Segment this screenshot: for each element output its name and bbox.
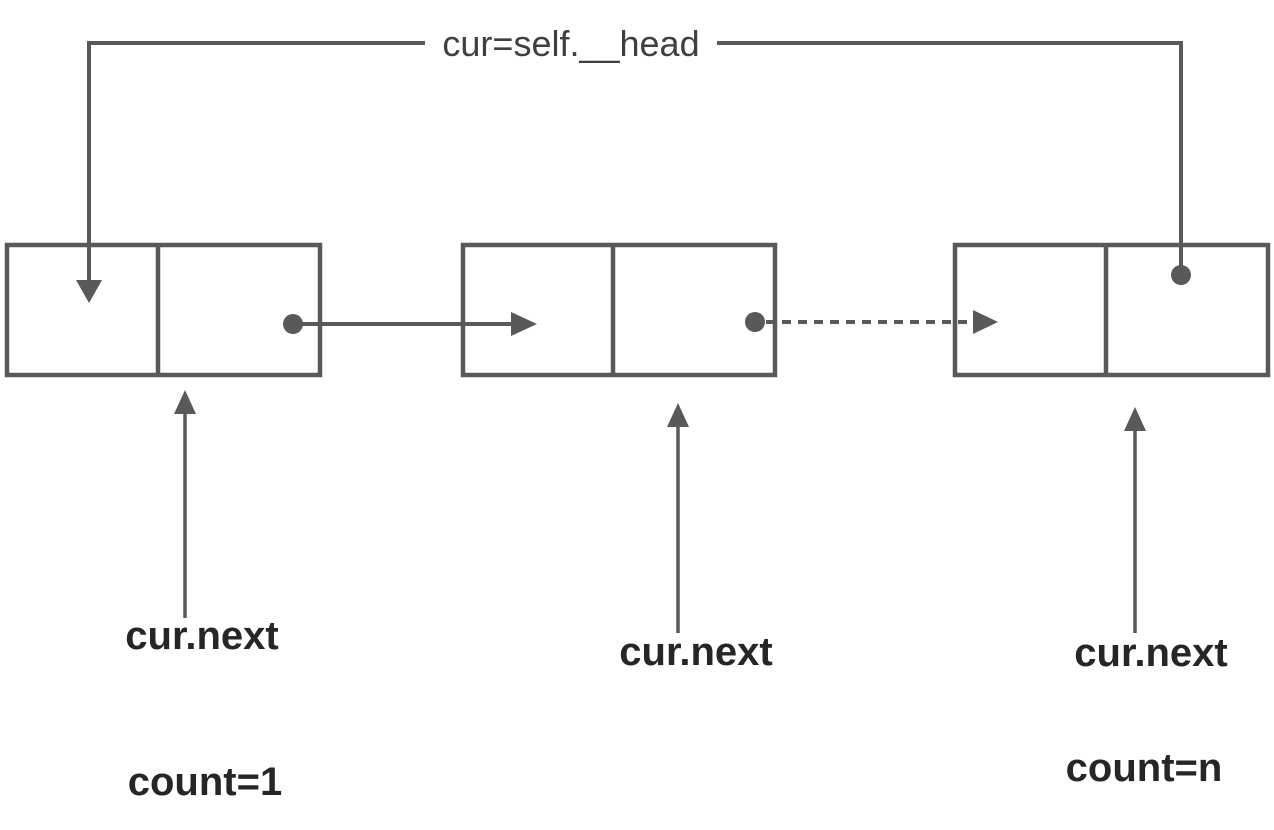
cur-next-arrow-3-head: [1124, 407, 1146, 431]
node-3-next-dot: [1171, 265, 1191, 285]
cur-next-label-2: cur.next: [619, 630, 772, 674]
node-1-box: [4, 242, 323, 378]
node-3-box: [952, 242, 1271, 378]
connector-arrowhead-down: [76, 280, 102, 303]
count-first-label: count=1: [128, 760, 282, 804]
head-assignment-label: cur=self.__head: [442, 23, 699, 64]
cur-next-label-1: cur.next: [125, 614, 278, 658]
connector-line-right: [717, 41, 1183, 273]
head-assignment-connector: cur=self.__head: [76, 23, 1183, 303]
node-3: [952, 242, 1271, 378]
node-1: [4, 242, 323, 378]
cur-next-pointer-2: cur.next: [619, 403, 773, 674]
cur-next-pointer-1: cur.next: [125, 390, 279, 658]
count-last-label: count=n: [1066, 746, 1223, 790]
node1-to-node2-arrowhead: [511, 312, 537, 336]
cur-next-label-3: cur.next: [1074, 631, 1227, 675]
node2-to-node3-arrow-dashed: [766, 310, 998, 334]
node1-to-node2-arrow: [293, 312, 537, 336]
node-2-box: [460, 242, 778, 378]
node-2-next-dot: [745, 312, 765, 332]
cur-next-arrow-1-head: [174, 390, 196, 414]
cur-next-pointer-3: cur.next: [1074, 407, 1228, 675]
node-2: [460, 242, 778, 378]
node2-to-node3-arrowhead: [973, 310, 998, 334]
connector-line-left: [87, 41, 425, 282]
cur-next-arrow-2-head: [667, 403, 689, 427]
